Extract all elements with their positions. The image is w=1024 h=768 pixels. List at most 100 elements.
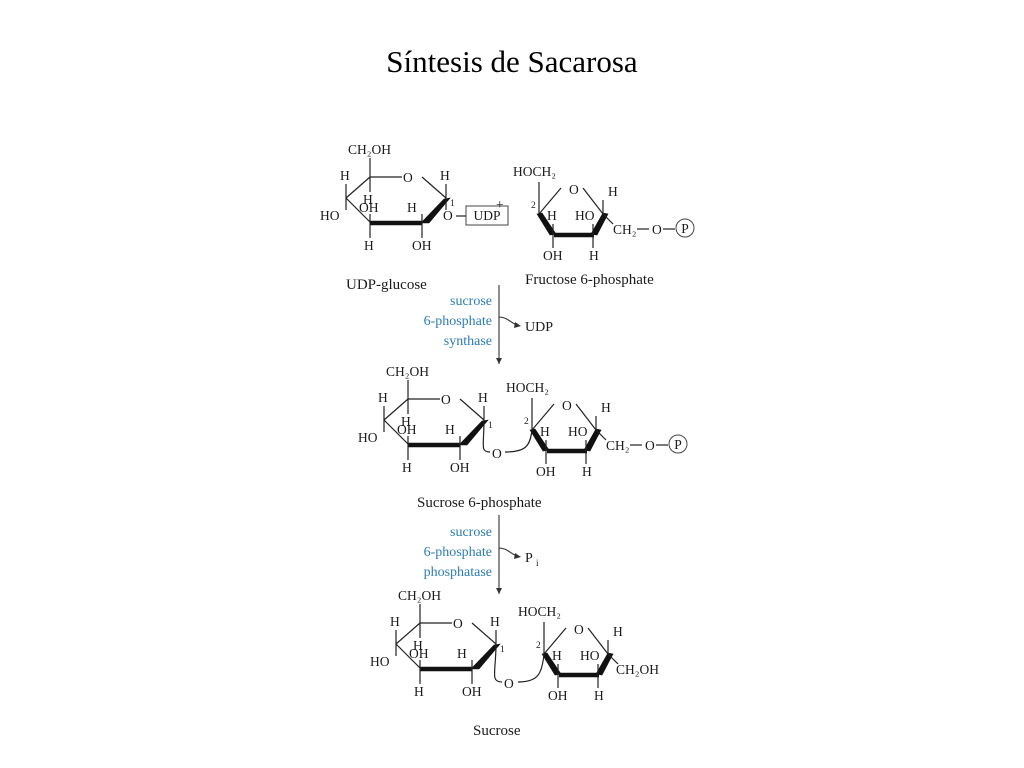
side-arrowhead [514,322,521,328]
h-label: H [401,414,411,429]
ho-label: HO [320,208,340,223]
arrowhead [496,358,502,364]
ho-label: HO [370,654,390,669]
oh-label: OH [548,688,568,703]
h-label: H [390,614,400,629]
ring-bond [531,403,555,431]
enzyme-name-line: sucrose [450,294,492,309]
h-label: H [547,208,557,223]
h-label: H [582,464,592,479]
h-label: H [364,238,374,253]
h-label: H [340,168,350,183]
udp-label: UDP [473,208,500,223]
oh-label: OH [450,460,470,475]
ring-bond [383,398,409,421]
glycosidic-oxygen: O [504,676,514,691]
slide-title: Síntesis de Sacarosa [386,44,638,79]
ring-oxygen: O [574,622,584,637]
wedge-bond [470,643,501,670]
enzyme-name-line: synthase [444,334,492,349]
hoch2-label: HOCH₂ [506,380,549,395]
glycosidic-oxygen: O [492,446,502,461]
h-label: H [608,184,618,199]
released-product-pi-subscript: i [536,558,539,568]
wedge-bond [590,212,609,236]
h-label: H [378,390,388,405]
oh-label: OH [359,200,379,215]
substituent-bond [607,653,619,665]
substituent-bond [602,213,614,225]
ring-bond [383,419,409,445]
phosphate-oxygen: O [645,438,655,453]
ho-label: HO [575,208,595,223]
ring-oxygen: O [453,616,463,631]
h-label: H [613,624,623,639]
oh-label: OH [543,248,563,263]
phosphate-circle [668,434,688,454]
ch2oh-label: CH₂OH [386,364,429,379]
h-label: H [478,390,488,405]
ring-bond [543,627,567,655]
substituent-bond [595,429,607,441]
ch2-label: CH₂ [613,222,636,237]
side-arrow [498,547,518,557]
carbon-number: 1 [450,199,455,209]
carbon-number: 1 [488,421,493,431]
ring-bond [459,398,485,421]
wedge-bond [458,419,489,446]
carbon-number: 2 [536,641,541,651]
h-label: H [363,192,373,207]
ring-oxygen: O [562,398,572,413]
h-label: H [445,422,455,437]
wedge-bond [583,428,602,452]
glycosidic-bond [493,643,503,683]
ring-oxygen: O [569,182,579,197]
ring-bond [582,187,604,215]
ring-bond [395,643,421,669]
ring-bond [345,176,371,199]
wedge-bond [420,197,451,224]
released-product-udp: UDP [525,320,553,335]
h-label: H [402,460,412,475]
ch2oh-label: CH₂OH [398,588,441,603]
h-label: H [589,248,599,263]
ch2oh-label: CH₂OH [616,662,659,677]
phosphate-oxygen: O [652,222,662,237]
h-label: H [407,200,417,215]
plus-sign: + [496,197,504,212]
side-arrow [498,316,518,326]
arrowhead [496,588,502,594]
enzyme-name-line: 6-phosphate [424,314,492,329]
ring-bond [575,403,597,431]
side-arrowhead [514,553,521,559]
h-label: H [601,400,611,415]
hoch2-label: HOCH₂ [513,164,556,179]
ch2-label: CH₂ [606,438,629,453]
ho-label: HO [568,424,588,439]
h-label: H [414,684,424,699]
phosphate-label: P [674,437,682,452]
carbon-number: 2 [531,201,536,211]
ho-label: HO [580,648,600,663]
h-label: H [594,688,604,703]
carbon-number: 1 [500,645,505,655]
phosphate-label: P [681,221,689,236]
oh-label: OH [397,422,417,437]
carbon-number: 2 [524,417,529,427]
enzyme-name-line: phosphatase [424,565,492,580]
fructose-6-phosphate-caption: Fructose 6-phosphate [525,272,654,288]
ho-label: HO [358,430,378,445]
ring-bond [538,187,562,215]
udp-box [465,205,509,226]
sucrose-caption: Sucrose [473,723,521,739]
udp-glucose-caption: UDP-glucose [346,277,427,293]
glycosidic-oxygen: O [443,208,453,223]
oh-label: OH [462,684,482,699]
